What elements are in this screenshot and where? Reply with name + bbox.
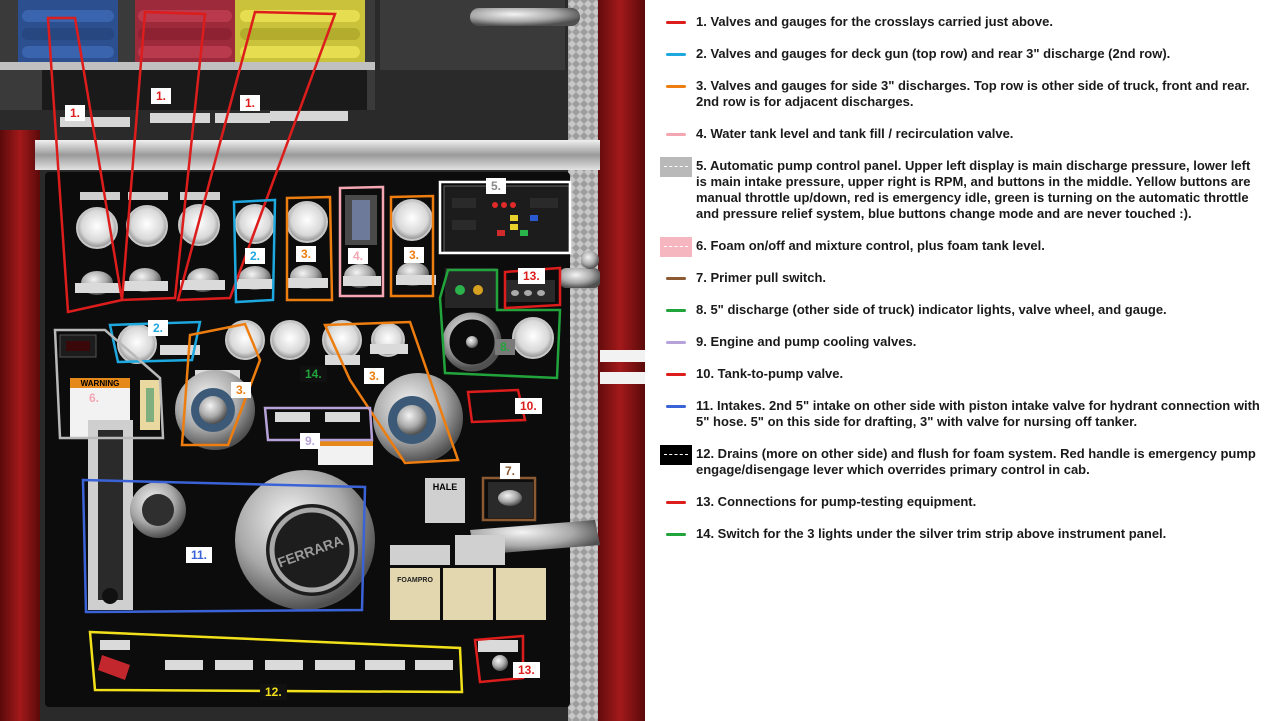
callout-8: 8. (495, 339, 516, 355)
legend-swatch (660, 14, 692, 30)
callout-3a: 3. (296, 246, 317, 262)
legend-item: 8. 5" discharge (other side of truck) in… (658, 302, 1263, 318)
legend-item: 10. Tank-to-pump valve. (658, 366, 1263, 382)
legend-text: 5. Automatic pump control panel. Upper l… (696, 158, 1251, 221)
callout-6: 6. (84, 390, 105, 406)
outline-1b (120, 10, 207, 302)
legend-swatch (660, 366, 692, 382)
legend-item: 4. Water tank level and tank fill / reci… (658, 126, 1263, 142)
legend-swatch (660, 398, 692, 414)
legend-swatch (660, 78, 692, 94)
legend-text: 9. Engine and pump cooling valves. (696, 334, 917, 349)
truck-body-left (0, 130, 40, 721)
outline-11 (81, 478, 367, 614)
legend-text: 1. Valves and gauges for the crosslays c… (696, 14, 1053, 29)
legend-item: 2. Valves and gauges for deck gun (top r… (658, 46, 1263, 62)
pump-panel-photo: WARNING HALE FERRARA FOAMPRO (0, 0, 645, 721)
legend-swatch (660, 270, 692, 286)
legend-text: 11. Intakes. 2nd 5" intake on other side… (696, 398, 1260, 429)
outline-5 (438, 180, 572, 255)
legend-text: 8. 5" discharge (other side of truck) in… (696, 302, 1167, 317)
legend-swatch (660, 237, 692, 257)
callout-9: 9. (300, 433, 321, 449)
legend-swatch (660, 526, 692, 542)
legend-item: 13. Connections for pump-testing equipme… (658, 494, 1263, 510)
outline-1c (176, 10, 337, 302)
callout-3b: 3. (404, 247, 425, 263)
legend-item: 12. Drains (more on other side) and flus… (658, 445, 1263, 478)
legend-swatch (660, 302, 692, 318)
warning-label: WARNING (81, 379, 120, 388)
legend-text: 12. Drains (more on other side) and flus… (696, 446, 1256, 477)
callout-1b: 1. (151, 88, 172, 104)
callout-13a: 13. (518, 268, 545, 284)
outline-12 (88, 630, 464, 694)
legend-item: 9. Engine and pump cooling valves. (658, 334, 1263, 350)
outline-10 (466, 388, 527, 424)
outline-8 (438, 268, 562, 380)
hale-label: HALE (433, 482, 458, 492)
legend-swatch (660, 46, 692, 62)
legend-text: 13. Connections for pump-testing equipme… (696, 494, 977, 509)
outline-2a (232, 198, 277, 304)
legend-text: 3. Valves and gauges for side 3" dischar… (696, 78, 1250, 109)
callout-14: 14. (300, 366, 327, 382)
legend-swatch (660, 494, 692, 510)
callout-5: 5. (486, 178, 507, 194)
callout-12: 12. (260, 684, 287, 700)
legend-item: 5. Automatic pump control panel. Upper l… (658, 157, 1263, 222)
legend-item: 11. Intakes. 2nd 5" intake on other side… (658, 398, 1263, 430)
legend-item: 3. Valves and gauges for side 3" dischar… (658, 78, 1263, 110)
callout-10: 10. (515, 398, 542, 414)
legend-text: 4. Water tank level and tank fill / reci… (696, 126, 1014, 141)
legend-text: 6. Foam on/off and mixture control, plus… (696, 238, 1045, 253)
outline-9 (263, 406, 374, 442)
callout-2a: 2. (245, 248, 266, 264)
callout-2b: 2. (148, 320, 169, 336)
foampro-label: FOAMPRO (397, 577, 433, 584)
legend-item: 1. Valves and gauges for the crosslays c… (658, 14, 1263, 30)
legend-swatch (660, 445, 692, 465)
legend-swatch (660, 334, 692, 350)
outline-6 (53, 328, 165, 440)
outline-3d (323, 320, 460, 465)
legend-swatch (660, 157, 692, 177)
diamond-plate (568, 0, 598, 721)
legend-text: 10. Tank-to-pump valve. (696, 366, 844, 381)
callout-3c: 3. (231, 382, 252, 398)
legend-text: 7. Primer pull switch. (696, 270, 827, 285)
outline-3a (285, 195, 334, 302)
outline-4 (338, 185, 385, 298)
silver-trim-strip (35, 140, 600, 170)
pump-control-unit (443, 185, 570, 253)
outline-13b (473, 634, 525, 684)
callout-3d: 3. (364, 368, 385, 384)
callout-1a: 1. (65, 105, 86, 121)
callout-1c: 1. (240, 95, 261, 111)
legend-item: 14. Switch for the 3 lights under the si… (658, 526, 1263, 542)
legend-item: 7. Primer pull switch. (658, 270, 1263, 286)
hale-plate (425, 478, 465, 523)
legend-swatch (660, 126, 692, 142)
callout-4: 4. (348, 248, 369, 264)
gauges-top-row (76, 192, 433, 249)
emergency-pump-lever (98, 655, 130, 680)
outline-3c (180, 322, 262, 447)
legend-item: 6. Foam on/off and mixture control, plus… (658, 237, 1263, 257)
callout-11: 11. (186, 547, 213, 563)
outline-3b (389, 194, 435, 298)
outline-2b (108, 320, 202, 364)
legend-text: 2. Valves and gauges for deck gun (top r… (696, 46, 1171, 61)
callout-13b: 13. (513, 662, 540, 678)
callout-7: 7. (500, 463, 521, 479)
legend: 1. Valves and gauges for the crosslays c… (658, 14, 1263, 558)
hoses (18, 0, 365, 62)
legend-text: 14. Switch for the 3 lights under the si… (696, 526, 1167, 541)
